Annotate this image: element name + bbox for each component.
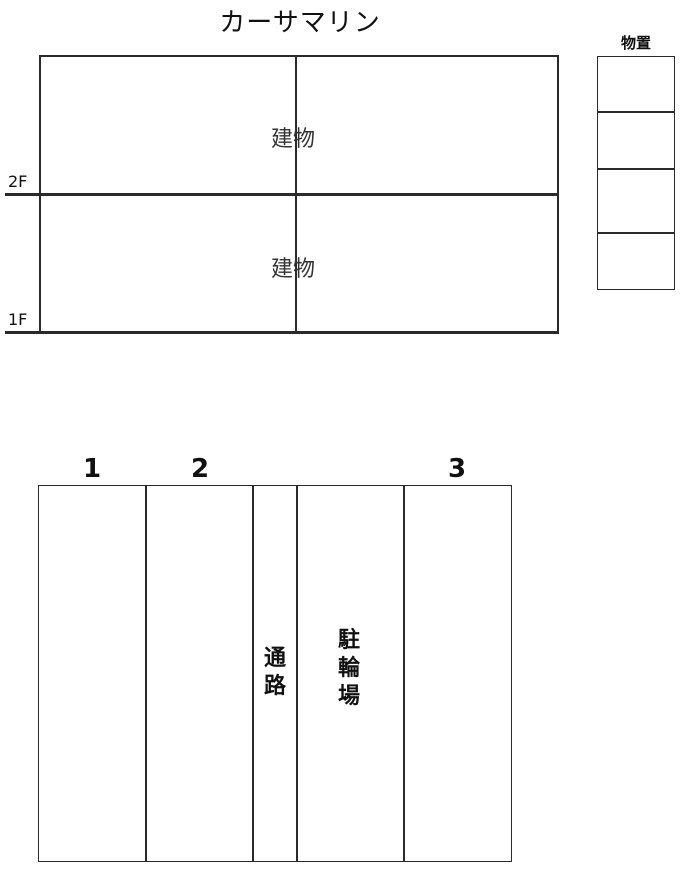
- floor-label-1f: 1F: [8, 310, 28, 329]
- bicycle-parking-label: 駐 輪 場: [334, 627, 364, 711]
- property-title: カーサマリン: [219, 8, 381, 38]
- parking-slot-number-2: 2: [190, 454, 210, 484]
- bicycle-char: 場: [337, 684, 360, 709]
- passage-char: 路: [263, 674, 286, 699]
- parking-divider-1-2: [145, 485, 147, 862]
- bicycle-char: 駐: [337, 628, 360, 653]
- floor-label-2f: 2F: [8, 172, 28, 191]
- floor-line-2f: [5, 193, 559, 196]
- storage-divider: [597, 111, 675, 113]
- storage-divider: [597, 168, 675, 170]
- building-label-upper: 建物: [271, 127, 316, 152]
- storage-box: [597, 56, 675, 290]
- parking-divider-passage-bike: [296, 485, 298, 862]
- parking-slot-number-3: 3: [447, 454, 467, 484]
- storage-label: 物置: [620, 34, 651, 52]
- floor-line-1f: [5, 331, 559, 334]
- passage-char: 通: [263, 646, 286, 671]
- building-top-wall: [39, 55, 559, 57]
- passage-label: 通 路: [260, 645, 290, 701]
- parking-area: [38, 485, 512, 862]
- parking-slot-number-1: 1: [82, 454, 102, 484]
- parking-divider-2-passage: [252, 485, 254, 862]
- storage-divider: [597, 232, 675, 234]
- building-label-lower: 建物: [271, 257, 316, 282]
- bicycle-char: 輪: [337, 656, 360, 681]
- parking-divider-bike-3: [403, 485, 405, 862]
